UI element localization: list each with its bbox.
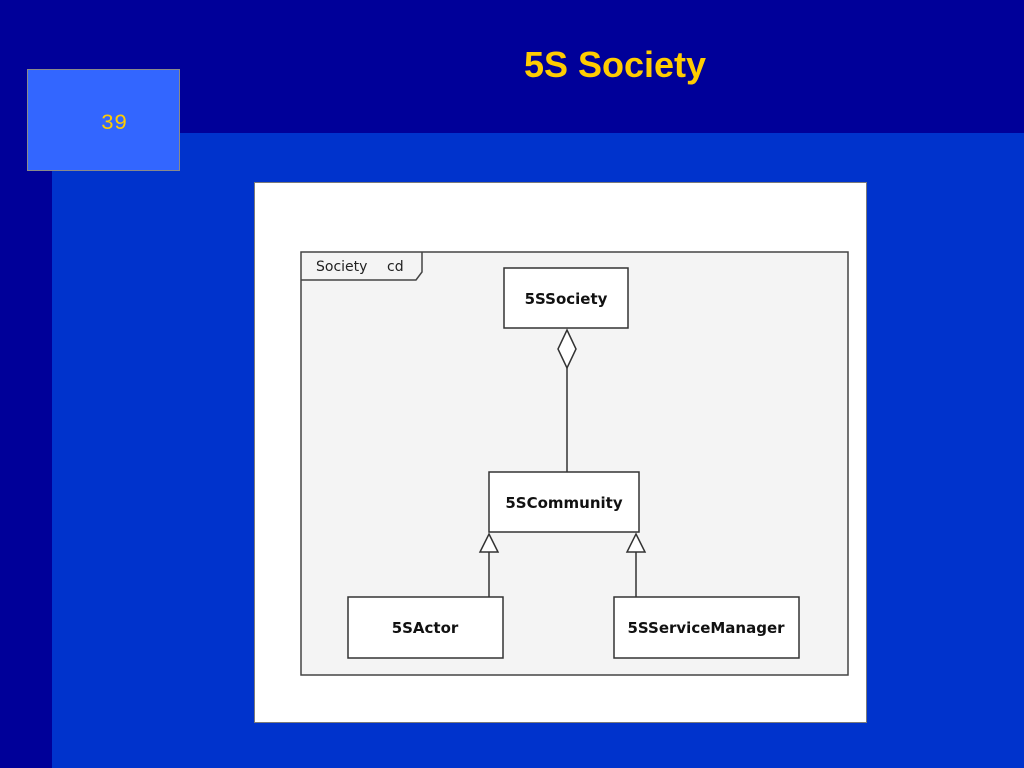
frame-kind: cd bbox=[387, 259, 404, 275]
class-5sservicemanager: 5SServiceManager bbox=[613, 596, 800, 659]
class-5sactor: 5SActor bbox=[347, 596, 504, 659]
page-number-box: 39 bbox=[27, 69, 180, 171]
actor-generalization-arrow bbox=[478, 532, 500, 553]
page-number: 39 bbox=[100, 111, 128, 136]
frame-name: Society bbox=[316, 259, 367, 275]
class-5ssociety-label: 5SSociety bbox=[525, 290, 608, 308]
class-5scommunity-label: 5SCommunity bbox=[505, 494, 622, 512]
slide-title: 5S Society bbox=[523, 44, 707, 85]
class-5ssociety: 5SSociety bbox=[503, 267, 629, 329]
class-diagram: Society cd 5SSociety 5SCommunity 5SActor… bbox=[300, 251, 849, 676]
diagram-card: Society cd 5SSociety 5SCommunity 5SActor… bbox=[254, 182, 867, 723]
class-5scommunity: 5SCommunity bbox=[488, 471, 640, 533]
class-5sservicemanager-label: 5SServiceManager bbox=[627, 619, 785, 637]
manager-generalization-arrow bbox=[625, 532, 647, 553]
frame-tab bbox=[301, 252, 423, 281]
class-5sactor-label: 5SActor bbox=[392, 619, 459, 637]
aggregation-diamond bbox=[557, 328, 577, 370]
